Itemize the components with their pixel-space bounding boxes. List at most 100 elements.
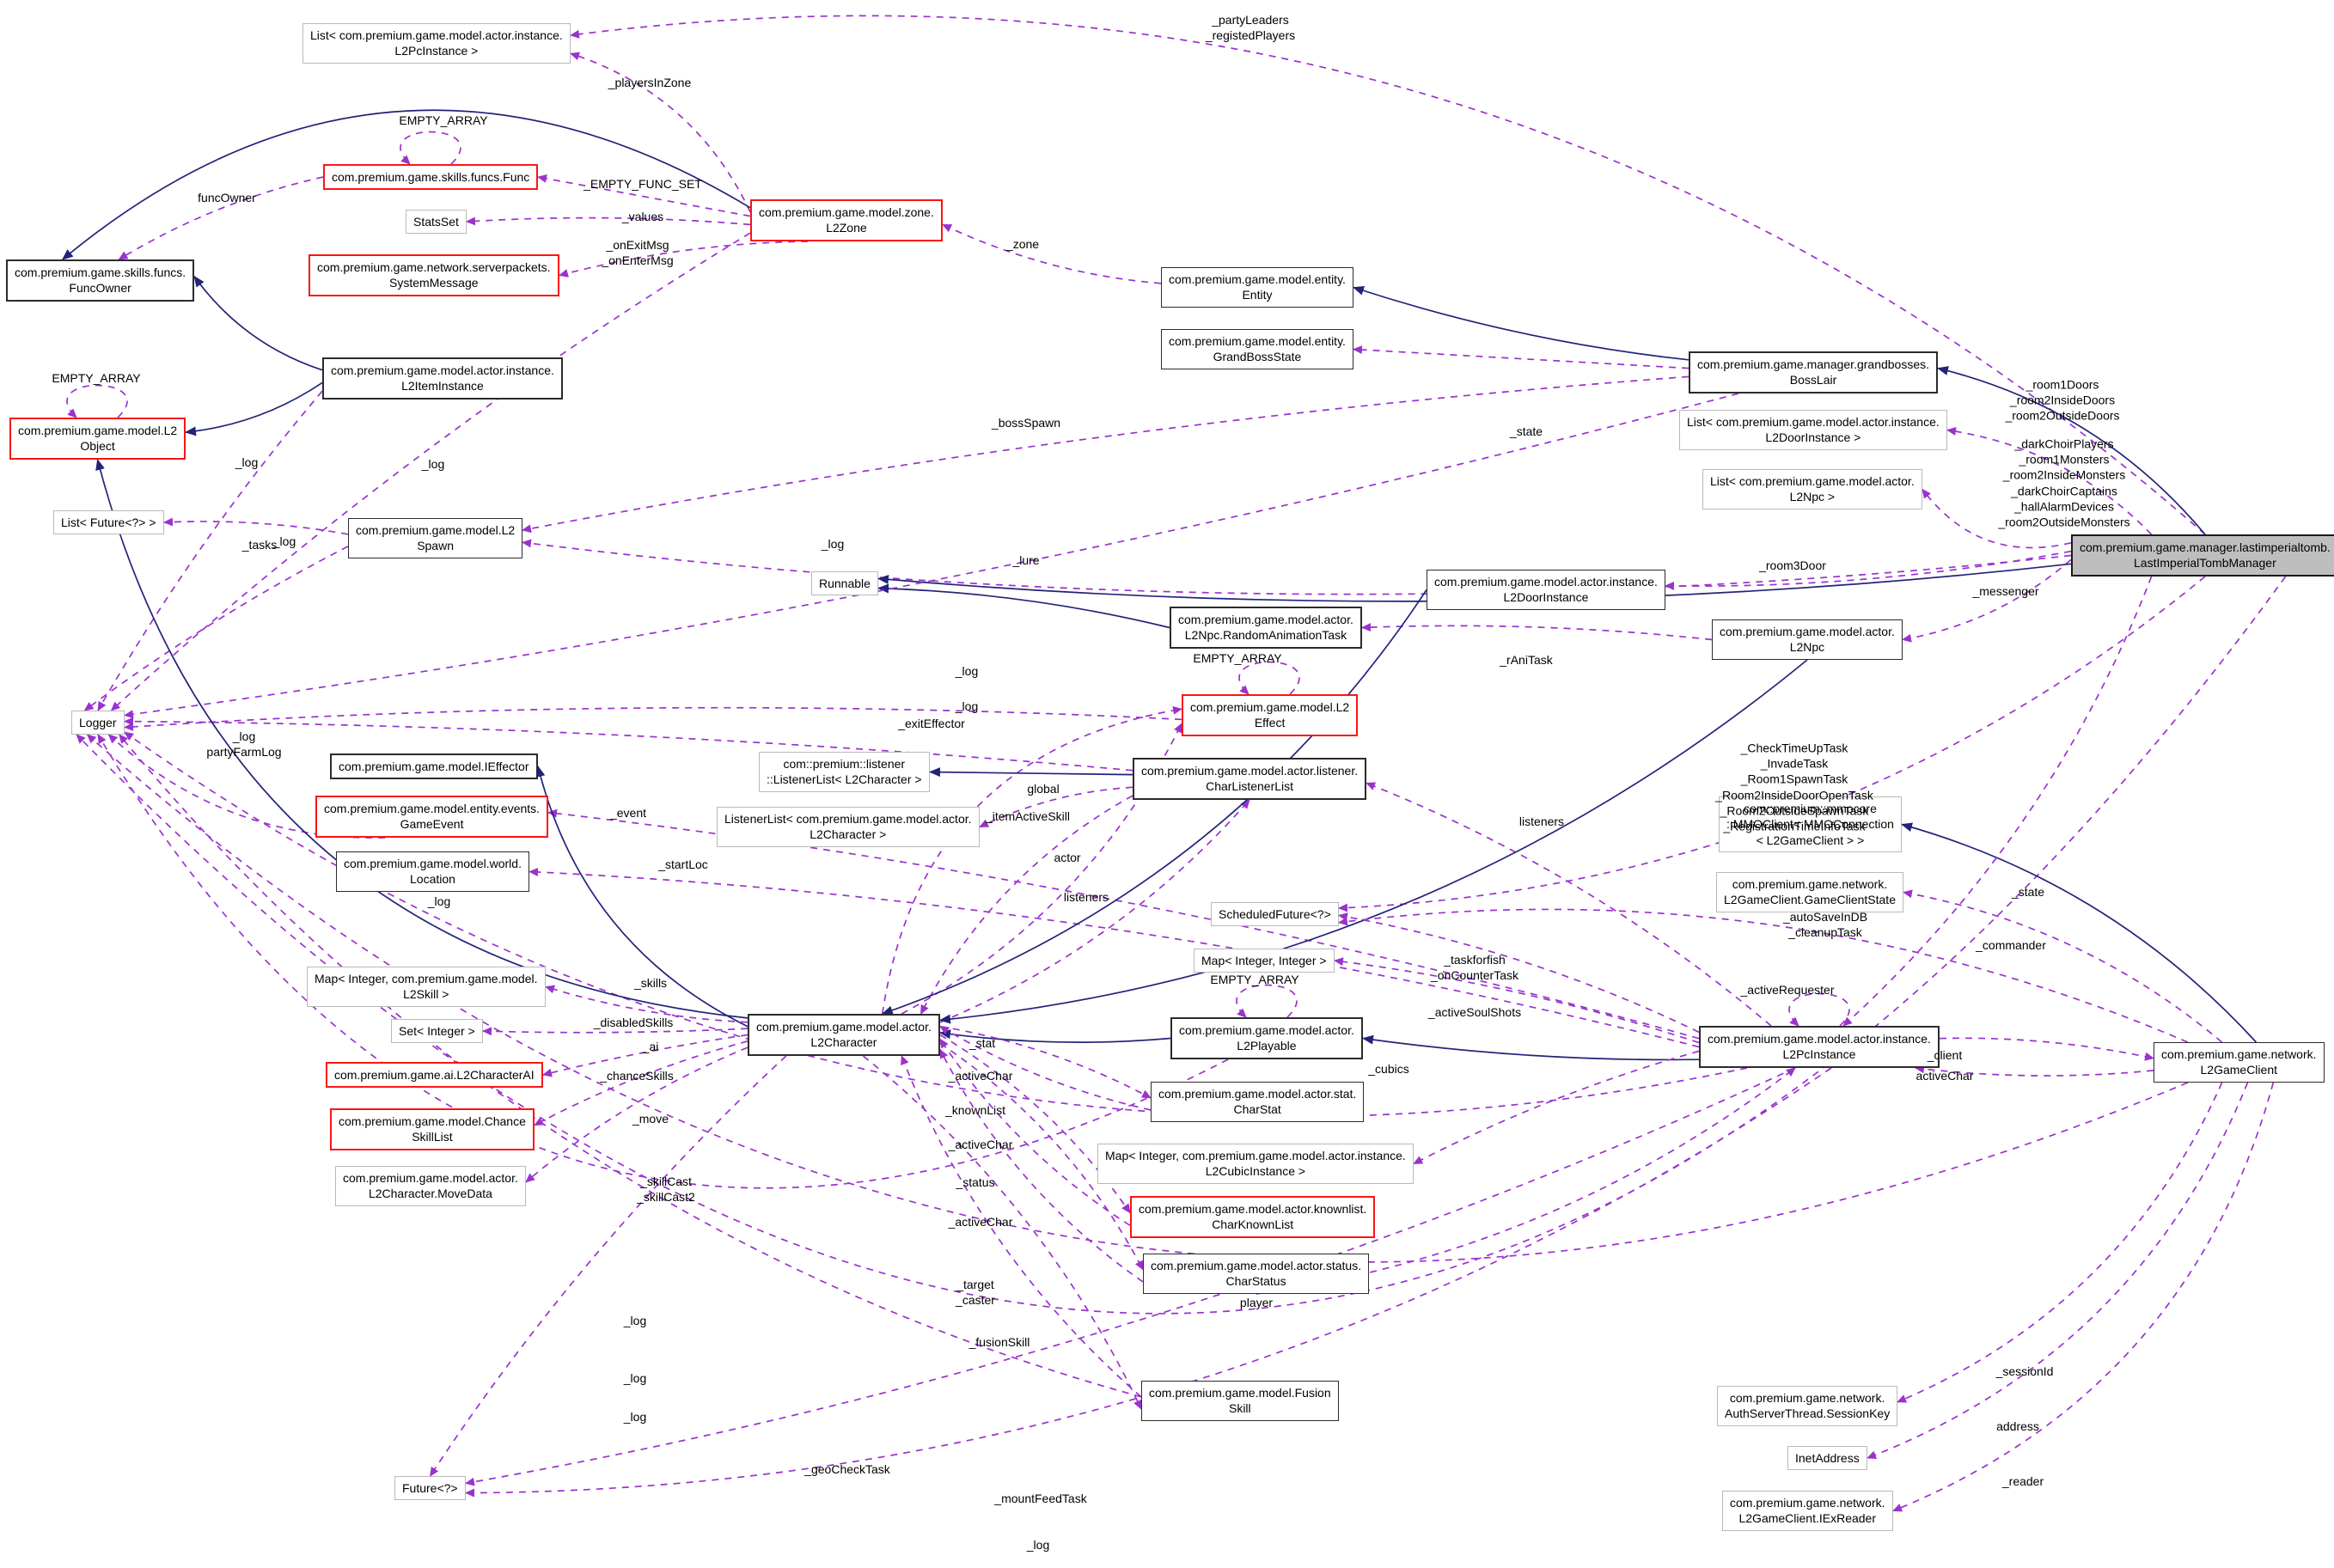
edge-bosslair-logger (124, 393, 1739, 719)
node-bosslair[interactable]: com.premium.game.manager.grandbosses. Bo… (1689, 351, 1939, 394)
node-randanim[interactable]: com.premium.game.model.actor. L2Npc.Rand… (1170, 607, 1362, 649)
node-fusionskill[interactable]: com.premium.game.model.Fusion Skill (1141, 1381, 1339, 1421)
node-charstat[interactable]: com.premium.game.model.actor.stat. CharS… (1151, 1082, 1365, 1122)
node-l2spawn[interactable]: com.premium.game.model.L2 Spawn (348, 518, 523, 558)
edge-main-schedfuture (1338, 576, 2206, 912)
edge-l2client-iexreader (1892, 1082, 2275, 1512)
node-logger: Logger (71, 711, 125, 735)
edge-charlistener-listenerlist2 (979, 786, 1133, 828)
node-funcowner[interactable]: com.premium.game.skills.funcs. FuncOwner (6, 259, 195, 302)
node-runnable: Runnable (811, 571, 878, 596)
edge-l2playable-l2playable-loop (1236, 984, 1298, 1018)
edge-main-bosslair (1937, 366, 2206, 535)
node-l2client[interactable]: com.premium.game.network. L2GameClient (2154, 1042, 2325, 1083)
edge-charstatus-l2pc (1256, 1067, 1796, 1295)
edge-l2pc-l2pc-loop (1788, 992, 1850, 1027)
edge-l2object-l2object-loop (66, 384, 128, 418)
node-charstatus[interactable]: com.premium.game.model.actor.status. Cha… (1143, 1254, 1370, 1294)
edge-l2pc-schedfuture (1338, 912, 1700, 1034)
edge-l2char-l2object (95, 459, 748, 1019)
edge-charlistener-l2char (920, 795, 1133, 1015)
node-future: Future<?> (394, 1476, 466, 1501)
edge-l2zone-statsset (466, 217, 751, 226)
edge-l2client-mmoclient (1901, 822, 2258, 1043)
edge-l2client-clientstate (1903, 889, 2223, 1043)
node-movedata: com.premium.game.model.actor. L2Characte… (335, 1166, 526, 1206)
node-setint: Set< Integer > (391, 1019, 483, 1044)
edge-fusionskill-logger (119, 734, 1142, 1398)
node-main: com.premium.game.manager.lastimperialtom… (2071, 534, 2334, 577)
node-statsset: StatsSet (406, 210, 467, 235)
edge-l2char-charstatus (939, 1042, 1144, 1271)
node-l2zone[interactable]: com.premium.game.model.zone. L2Zone (750, 199, 943, 241)
edge-l2pc-logger (124, 731, 1748, 1118)
edge-l2client-schedfuture (1338, 908, 2189, 1043)
edge-l2spawn-logger (83, 546, 349, 711)
edge-l2pc-location (529, 867, 1700, 1048)
node-listfuture: List< Future<?> > (53, 510, 164, 535)
node-grandboss[interactable]: com.premium.game.model.entity. GrandBoss… (1161, 329, 1353, 369)
node-l2pc[interactable]: com.premium.game.model.actor.instance. L… (1699, 1026, 1940, 1068)
node-l2door[interactable]: com.premium.game.model.actor.instance. L… (1427, 570, 1665, 610)
edge-l2client-sessionkey (1897, 1082, 2223, 1403)
edge-l2npc-randanim (1361, 623, 1713, 641)
node-l2charai[interactable]: com.premium.game.ai.L2CharacterAI (326, 1062, 543, 1089)
node-schedfuture: ScheduledFuture<?> (1211, 902, 1339, 927)
node-l2playable[interactable]: com.premium.game.model.actor. L2Playable (1170, 1017, 1363, 1059)
node-chanceskill[interactable]: com.premium.game.model.Chance SkillList (330, 1108, 535, 1150)
node-entity[interactable]: com.premium.game.model.entity. Entity (1161, 267, 1353, 308)
edge-l2char-ieffector (535, 766, 748, 1028)
node-l2item[interactable]: com.premium.game.model.actor.instance. L… (322, 357, 563, 400)
edge-entity-l2zone (942, 223, 1162, 284)
edge-main-logger (76, 576, 2287, 1315)
node-location[interactable]: com.premium.game.model.world. Location (336, 851, 529, 892)
edge-main-l2pc (1842, 576, 2153, 1027)
node-clientstate: com.premium.game.network. L2GameClient.G… (1716, 872, 1903, 912)
edge-l2char-movedata (525, 1046, 748, 1183)
edge-func-func-loop (400, 131, 461, 165)
edge-func-funcowner (118, 176, 324, 260)
node-knownlist[interactable]: com.premium.game.model.actor.knownlist. … (1130, 1196, 1376, 1238)
edge-l2zone-logger (110, 232, 751, 711)
node-inetaddress: InetAddress (1787, 1446, 1867, 1471)
node-listnpc: List< com.premium.game.model.actor. L2Np… (1702, 469, 1922, 509)
edge-l2item-logger (97, 390, 323, 711)
edge-main-list_pc (570, 15, 2206, 535)
edge-l2char-chanceskill (534, 1040, 748, 1126)
edge-l2item-funcowner (193, 275, 323, 371)
edge-l2char-charlistener (939, 799, 1250, 1023)
node-listenerlist2: ListenerList< com.premium.game.model.act… (717, 807, 980, 847)
node-l2npc[interactable]: com.premium.game.model.actor. L2Npc (1712, 619, 1903, 660)
edge-l2char-setint (482, 1027, 748, 1036)
edge-l2playable-l2char (939, 1029, 1171, 1043)
edge-charstat-l2char (939, 1025, 1152, 1111)
edge-l2spawn-listfuture (163, 517, 349, 535)
node-listener_tpl: com::premium::listener ::ListenerList< L… (759, 752, 930, 792)
node-iexreader: com.premium.game.network. L2GameClient.I… (1722, 1491, 1893, 1531)
edge-main-l2spawn (522, 539, 2072, 595)
node-l2char[interactable]: com.premium.game.model.actor. L2Characte… (748, 1014, 940, 1056)
node-sysmsg[interactable]: com.premium.game.network.serverpackets. … (309, 254, 559, 296)
node-mapskill: Map< Integer, com.premium.game.model. L2… (307, 967, 546, 1007)
node-list_pc: List< com.premium.game.model.actor.insta… (302, 23, 571, 64)
node-gameevent[interactable]: com.premium.game.model.entity.events. Ga… (315, 796, 549, 838)
edge-l2effect-l2effect-loop (1238, 661, 1300, 695)
node-l2object[interactable]: com.premium.game.model.L2 Object (9, 418, 186, 460)
edge-randanim-runnable (877, 583, 1170, 629)
edge-knownlist-l2char (939, 1038, 1131, 1227)
edge-l2door-l2char (881, 589, 1427, 1016)
edge-l2pc-mapcubic (1413, 1050, 1700, 1165)
node-l2effect[interactable]: com.premium.game.model.L2 Effect (1182, 694, 1359, 736)
edge-main-listdoor (1946, 427, 2153, 535)
node-charlistener[interactable]: com.premium.game.model.actor.listener. C… (1133, 758, 1367, 800)
edge-main-l2npc (1902, 558, 2072, 643)
edge-l2item-l2object (185, 381, 323, 436)
edge-l2client-l2pc (1915, 1065, 2154, 1077)
node-listdoor: List< com.premium.game.model.actor.insta… (1679, 410, 1947, 450)
node-func[interactable]: com.premium.game.skills.funcs.Func (323, 164, 539, 191)
node-mmoclient: com::premium::mmocore ::MMOClient< MMOCo… (1719, 796, 1902, 853)
node-mapint: Map< Integer, Integer > (1194, 949, 1335, 973)
node-ieffector[interactable]: com.premium.game.model.IEffector (330, 753, 538, 780)
edge-l2char-l2charai (542, 1034, 748, 1077)
